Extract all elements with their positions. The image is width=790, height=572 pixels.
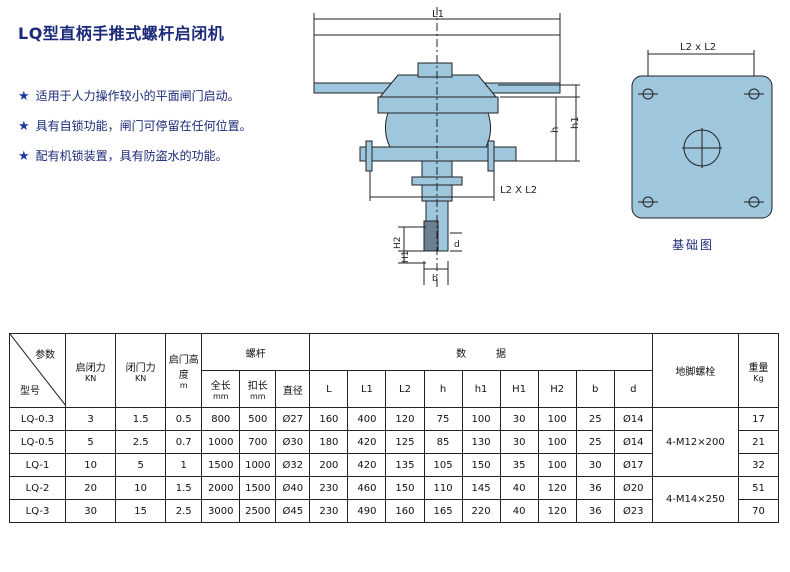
header-L2: L2	[385, 370, 425, 408]
header-diameter: 直径	[275, 370, 311, 408]
base-caption: 基础图	[672, 238, 715, 252]
header-data: 数 据	[309, 333, 653, 371]
feature-item: ★ 适用于人力操作较小的平面闸门启动。	[18, 88, 252, 118]
feature-text: 适用于人力操作较小的平面闸门启动。	[35, 89, 240, 103]
table-corner: 参数 型号	[8, 333, 67, 408]
hoist-drawing: L1 h h1 L2 X L2 H2 H1 d b	[313, 7, 581, 287]
feature-text: 配有机锁装置，具有防盗水的功能。	[35, 149, 228, 163]
feature-list: ★ 适用于人力操作较小的平面闸门启动。 ★ 具有自锁功能，闸门可停留在任何位置。 ★…	[18, 88, 252, 178]
page-title: LQ型直柄手推式螺杆启闭机	[18, 24, 225, 43]
star-icon: ★	[18, 89, 30, 104]
dim-h1: h1	[570, 116, 581, 129]
header-b: b	[575, 370, 615, 408]
header-h: h	[423, 370, 463, 408]
anchor-group-1: 4-M12×200	[651, 407, 739, 477]
base-plate-drawing: L2 x L2	[631, 42, 773, 219]
dim-L2xL2: L2 X L2	[500, 185, 537, 196]
anchor-group-2: 4-M14×250	[651, 476, 739, 523]
base-dim-L2xL2: L2 x L2	[680, 42, 716, 53]
dim-H2: H2	[393, 237, 403, 250]
header-anchor: 地脚螺栓	[651, 333, 739, 408]
header-d: d	[613, 370, 653, 408]
star-icon: ★	[18, 149, 30, 164]
star-icon: ★	[18, 119, 30, 134]
dim-h: h	[550, 127, 561, 133]
header-H1: H1	[499, 370, 539, 408]
dim-L1: L1	[432, 9, 444, 20]
header-H2: H2	[537, 370, 577, 408]
dim-d: d	[454, 240, 460, 250]
dim-b: b	[432, 274, 438, 284]
corner-param: 参数	[35, 350, 56, 361]
dim-H1: H1	[401, 251, 411, 264]
header-L: L	[309, 370, 349, 408]
feature-item: ★ 配有机锁装置，具有防盗水的功能。	[18, 148, 252, 178]
header-h1: h1	[461, 370, 501, 408]
header-screw: 螺杆	[201, 333, 311, 371]
header-L1: L1	[347, 370, 387, 408]
feature-text: 具有自锁功能，闸门可停留在任何位置。	[35, 119, 252, 133]
feature-item: ★ 具有自锁功能，闸门可停留在任何位置。	[18, 118, 252, 148]
corner-model: 型号	[20, 386, 40, 397]
